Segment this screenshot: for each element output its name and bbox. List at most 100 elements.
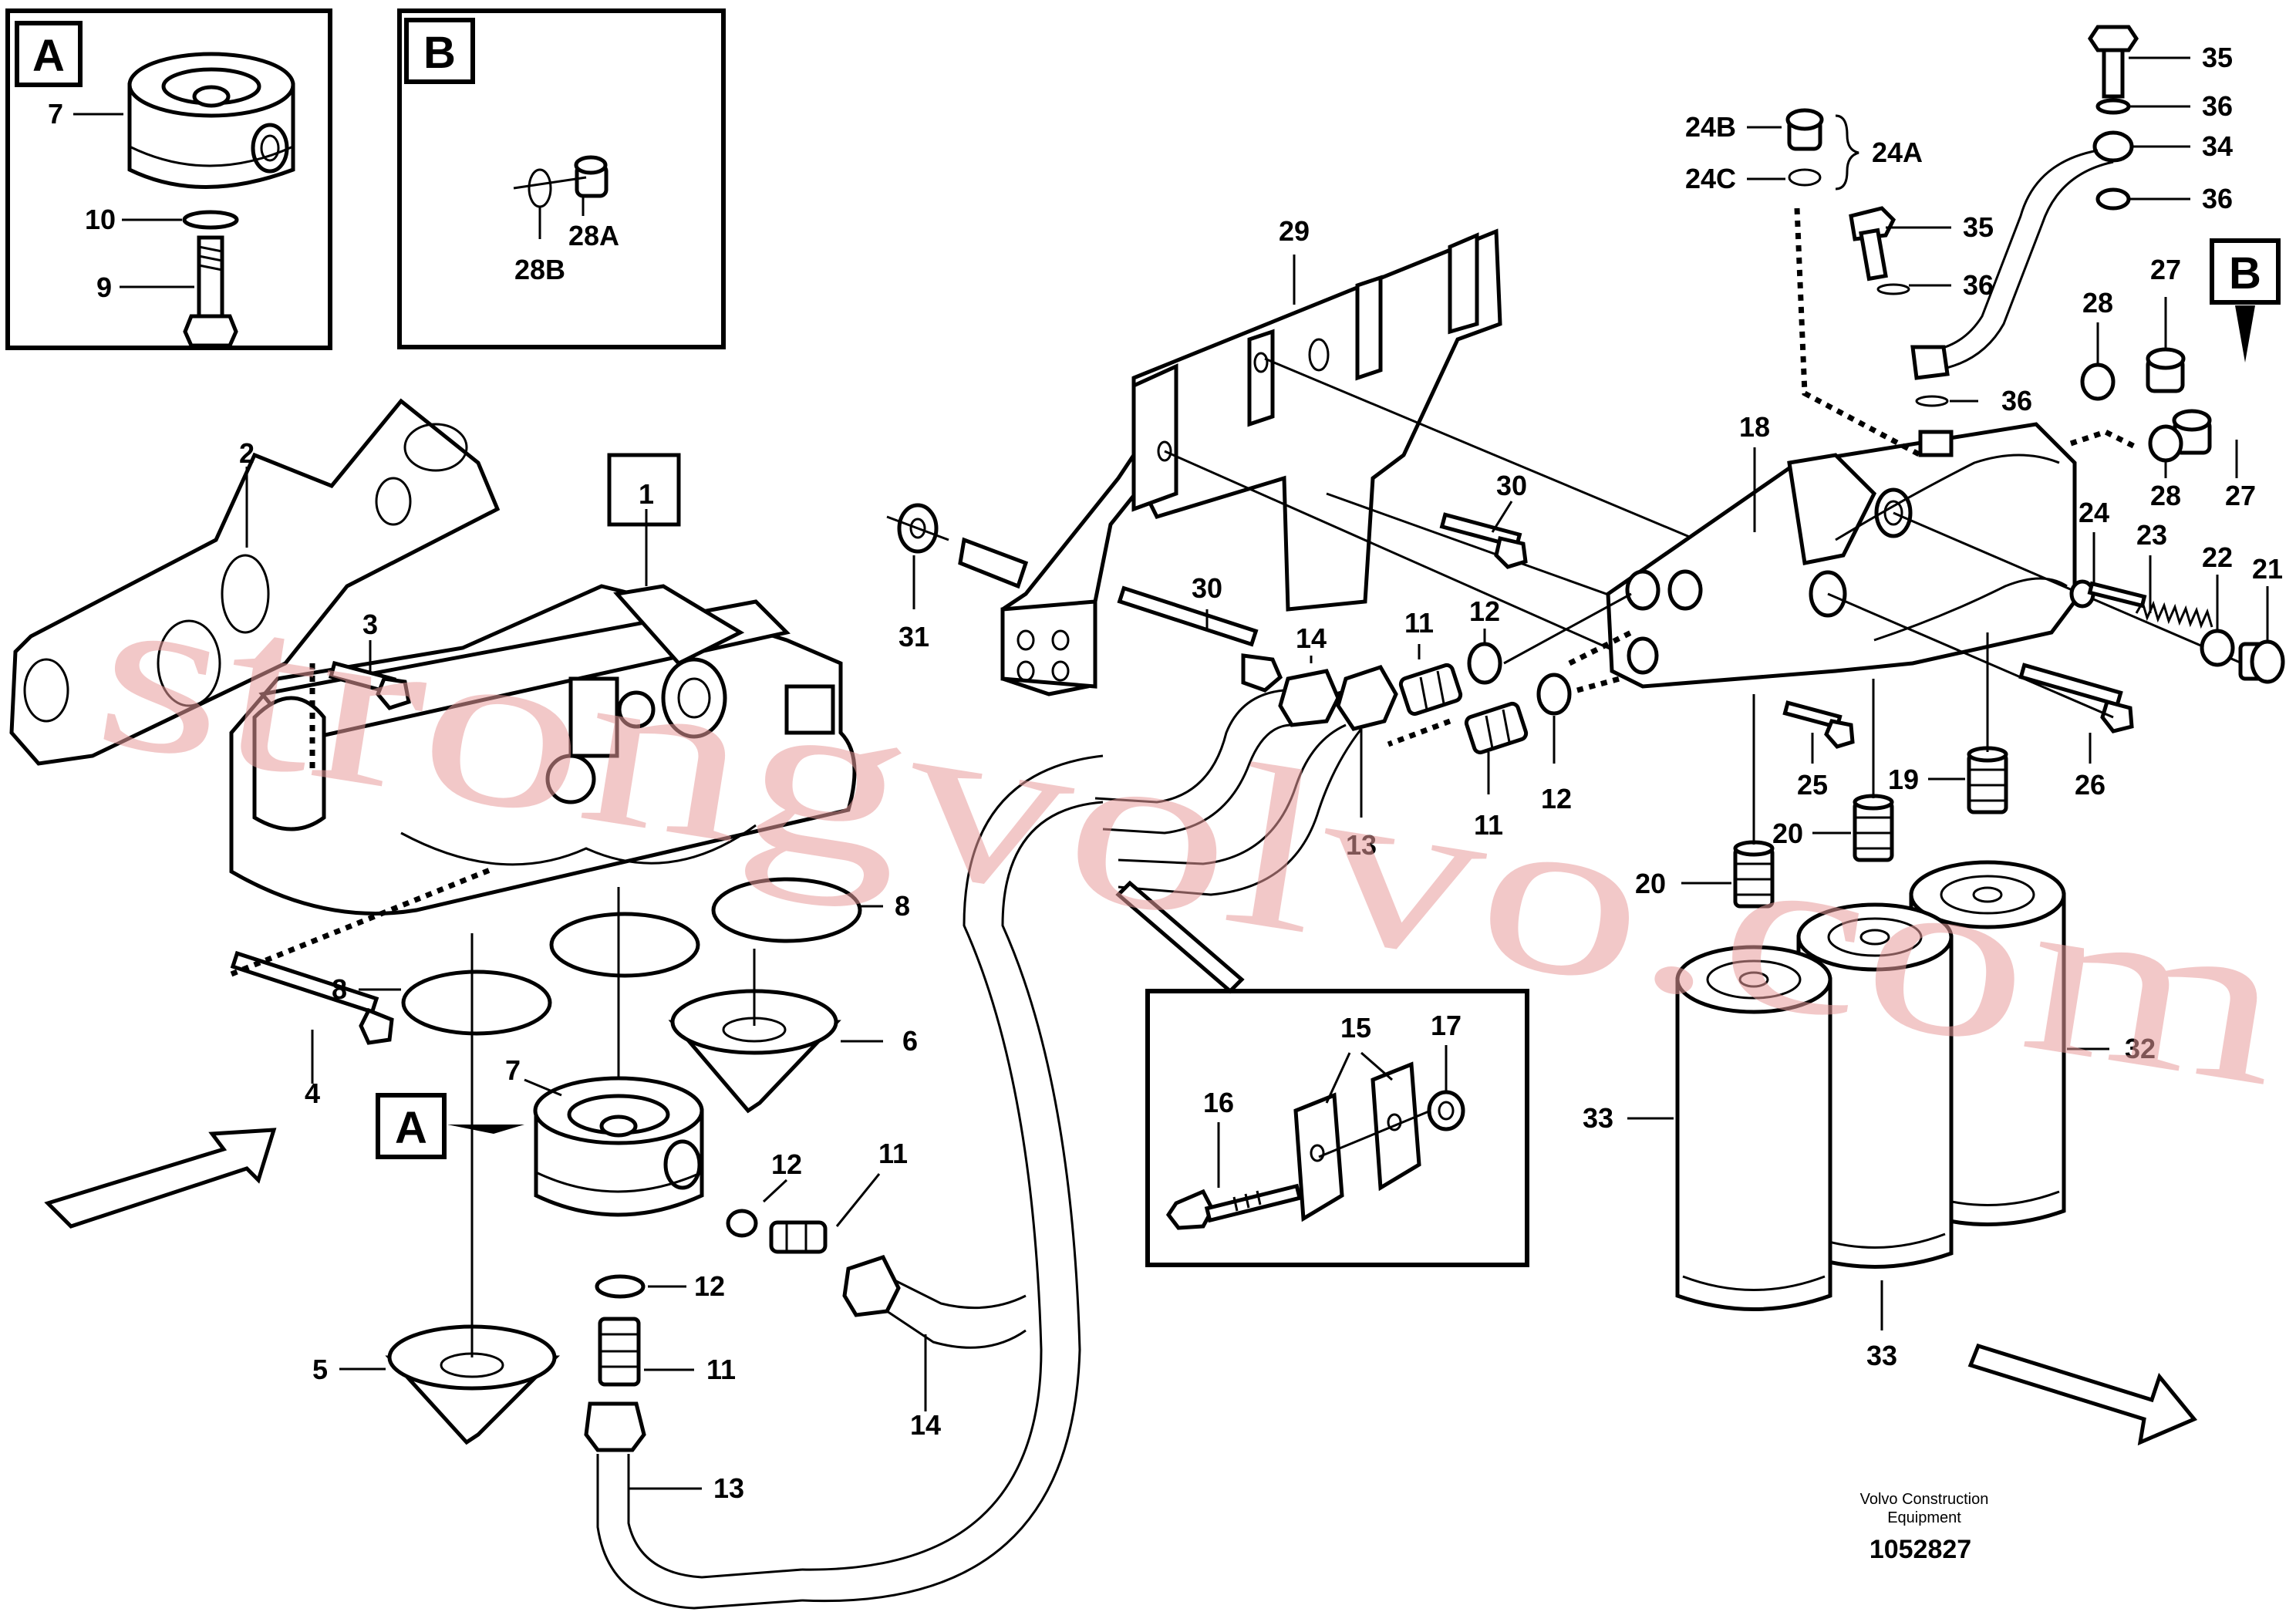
washer-36b-icon [2095, 187, 2131, 211]
drawing-number: 1052827 [1870, 1535, 1971, 1564]
nipple-20b-icon [1853, 794, 1894, 862]
footer-line1: Volvo Construction [1860, 1491, 1989, 1508]
washer-28b-icon [2148, 424, 2183, 463]
label-36b: 36 [2202, 183, 2233, 214]
label-22: 22 [2202, 541, 2233, 573]
label-30a: 30 [1192, 572, 1222, 604]
callout-a-box [376, 1093, 447, 1159]
label-15: 15 [1340, 1012, 1371, 1044]
label-11b: 11 [706, 1354, 736, 1385]
brace-24a-icon [1835, 114, 1859, 191]
label-36c: 36 [1963, 269, 1994, 301]
plug-21-icon [2238, 639, 2285, 684]
washer-22-icon [2200, 629, 2235, 667]
bolt-16-icon [1165, 1183, 1303, 1230]
label-35b: 35 [1963, 211, 1994, 243]
washer-36d-icon [1915, 395, 1949, 407]
washer-36c-icon [1876, 283, 1910, 295]
label-6: 6 [902, 1025, 918, 1057]
label-26: 26 [2075, 769, 2106, 801]
hose-14b-icon [1094, 669, 1340, 835]
filter-33a-icon [1675, 945, 1832, 1311]
nut-17-icon [1427, 1090, 1465, 1131]
label-16: 16 [1203, 1087, 1234, 1118]
callout-b-box [2210, 238, 2281, 305]
inset-a-letter: A [32, 31, 65, 81]
label-inset-a-9: 9 [96, 271, 112, 303]
inset-a-bolt-icon [183, 235, 238, 348]
filter-head-7-icon [533, 1076, 704, 1217]
hose-14a-icon [842, 1254, 1027, 1349]
label-21: 21 [2252, 553, 2283, 585]
label-19: 19 [1888, 764, 1919, 795]
detail-inset: 15 16 17 [1115, 880, 1529, 1267]
callout-b: B [2229, 248, 2261, 298]
label-24A: 24A [1872, 137, 1923, 168]
label-14b: 14 [1296, 622, 1327, 654]
bolt-3-icon [328, 660, 411, 710]
label-8b: 8 [895, 890, 910, 922]
label-17: 17 [1431, 1010, 1462, 1041]
nipple-11c-icon [1398, 663, 1463, 717]
bolt-25-icon [1782, 700, 1855, 749]
bolt-4-icon [230, 950, 394, 1045]
label-5: 5 [312, 1354, 328, 1385]
label-11d: 11 [1474, 809, 1503, 841]
label-18: 18 [1739, 411, 1770, 443]
pipe-34-icon [1910, 130, 2134, 380]
label-12d: 12 [1541, 783, 1572, 814]
label-23: 23 [2136, 519, 2167, 551]
label-30b: 30 [1496, 470, 1527, 501]
nipple-11d-icon [1464, 701, 1529, 755]
nipple-11b-icon [598, 1317, 641, 1387]
washer-24c-icon [1788, 168, 1822, 187]
label-13b: 13 [1346, 829, 1377, 861]
callout-a-pointer-icon [447, 1125, 524, 1134]
bolt-30a-icon [1117, 585, 1283, 693]
callout-a: A [395, 1103, 427, 1153]
bolt-30b-icon [1439, 512, 1528, 569]
o-ring-8b-icon [549, 912, 700, 978]
screw-24-icon [2069, 579, 2147, 609]
nipple-11a-icon [769, 1220, 828, 1254]
label-33b: 33 [1866, 1340, 1897, 1371]
label-28b: 28 [2150, 480, 2181, 511]
label-3: 3 [362, 609, 378, 640]
label-32: 32 [2125, 1033, 2156, 1064]
washer-12c-icon [1467, 642, 1502, 685]
label-27b: 27 [2225, 480, 2256, 511]
label-24C: 24C [1685, 163, 1736, 194]
bolt-35a-icon [2087, 25, 2139, 99]
label-11c: 11 [1404, 607, 1434, 639]
label-28B: 28B [514, 254, 565, 285]
label-28a: 28 [2082, 287, 2113, 319]
manifold-18-icon [1606, 422, 2077, 689]
label-28A: 28A [568, 220, 619, 251]
label-36a: 36 [2202, 90, 2233, 122]
label-33a: 33 [1583, 1102, 1613, 1134]
label-14a: 14 [910, 1409, 941, 1441]
label-inset-a-7: 7 [48, 98, 63, 130]
washer-28a-icon [2080, 363, 2116, 401]
label-7: 7 [505, 1054, 521, 1086]
label-1: 1 [639, 478, 654, 510]
inset-a-seal-ring-icon [182, 210, 239, 230]
inset-b-plug-icon [574, 155, 609, 198]
label-27a: 27 [2150, 254, 2181, 285]
label-29: 29 [1279, 215, 1310, 247]
flow-arrow-right-icon [1967, 1343, 2198, 1446]
inset-b-letter-box [404, 18, 475, 84]
washer-36a-icon [2095, 98, 2131, 115]
gasket-icon [9, 398, 501, 766]
label-12c: 12 [1469, 595, 1500, 627]
bolt-35b-icon [1849, 206, 1896, 282]
label-4: 4 [305, 1077, 320, 1109]
callout-b-pointer-icon [2235, 305, 2255, 363]
inset-b: B 28A 28B [397, 8, 726, 349]
washer-12b-icon [595, 1274, 646, 1299]
detail-inset-pointer-icon [1115, 880, 1245, 994]
label-8a: 8 [332, 973, 347, 1005]
bracket-29-icon [958, 228, 1502, 696]
label-11a: 11 [878, 1138, 908, 1169]
